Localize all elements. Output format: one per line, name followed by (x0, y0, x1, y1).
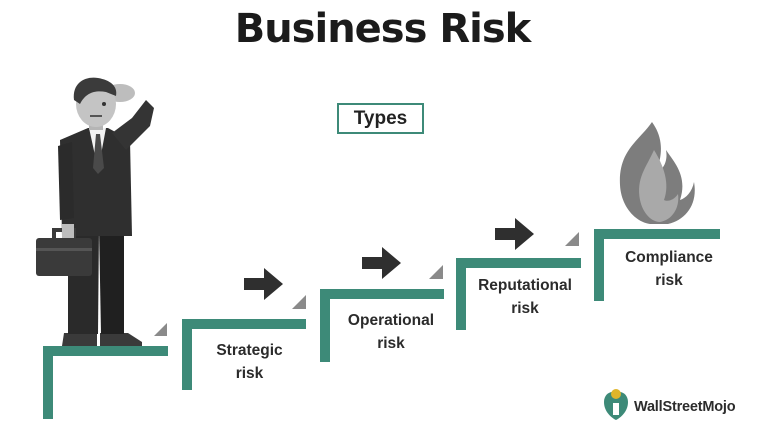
corner-triangle (292, 295, 306, 309)
step-label-line: Reputational (478, 277, 572, 294)
corner-triangle (565, 232, 579, 246)
step-label-compliance: Compliance risk (611, 246, 727, 292)
step-label-line: risk (511, 300, 539, 317)
step-operational (320, 289, 444, 362)
wallstreetmojo-logo-icon (604, 389, 628, 420)
step-label-strategic: Strategic risk (197, 339, 302, 385)
step-strategic (182, 319, 306, 390)
step-base (43, 346, 168, 419)
corner-triangle (429, 265, 443, 279)
step-compliance (594, 229, 720, 301)
arrow-right-icon (495, 218, 534, 250)
step-label-line: risk (235, 365, 264, 382)
step-label-line: Operational (347, 312, 435, 329)
step-label-line: risk (655, 272, 683, 289)
step-reputational (456, 258, 581, 330)
step-label-line: Strategic (216, 342, 283, 359)
types-label-box: Types (337, 103, 424, 134)
step-label-operational: Operational risk (336, 309, 446, 355)
arrow-right-icon (362, 247, 401, 279)
businessman-figure (36, 77, 154, 346)
diagram-title: Business Risk (234, 6, 532, 52)
step-label-reputational: Reputational risk (467, 274, 583, 320)
step-label-line: Compliance (625, 249, 713, 266)
flame-icon (619, 122, 695, 224)
arrow-right-icon (244, 268, 283, 300)
corner-triangle (154, 323, 167, 336)
step-label-line: risk (377, 335, 405, 352)
brand-name: WallStreetMojo (634, 399, 736, 415)
types-label: Types (353, 107, 408, 129)
